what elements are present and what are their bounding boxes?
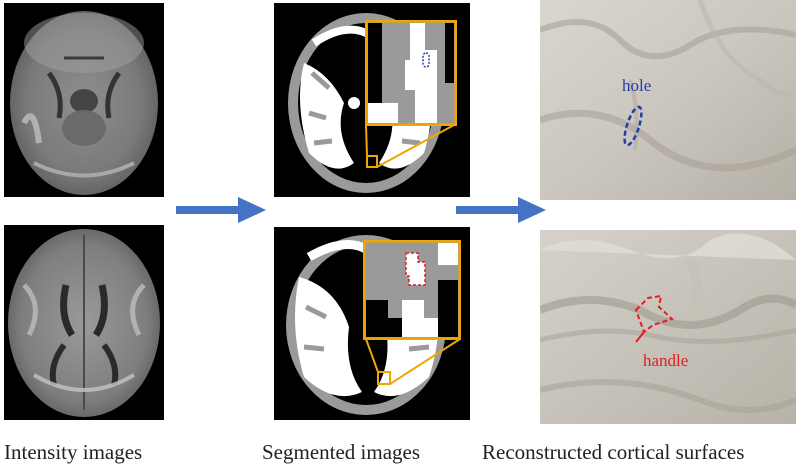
- arrow-right-1: [176, 197, 266, 228]
- handle-marker-surface: [634, 294, 674, 334]
- arrow-right-2: [456, 197, 546, 228]
- caption-reconstructed-surfaces: Reconstructed cortical surfaces: [482, 440, 745, 464]
- surface-hole-panel: hole: [540, 0, 796, 200]
- hole-marker-seg: [422, 52, 430, 68]
- handle-label: handle: [643, 351, 689, 370]
- intensity-image-top: [4, 3, 164, 197]
- surface-handle-panel: handle: [540, 230, 796, 424]
- intensity-image-bottom: [4, 225, 164, 420]
- caption-segmented-images: Segmented images: [262, 440, 421, 464]
- caption-intensity-images: Intensity images: [4, 440, 143, 464]
- segmented-image-bottom: [274, 227, 470, 420]
- segmented-image-top: [274, 3, 470, 197]
- handle-marker-seg: [405, 252, 426, 286]
- hole-label: hole: [622, 76, 652, 95]
